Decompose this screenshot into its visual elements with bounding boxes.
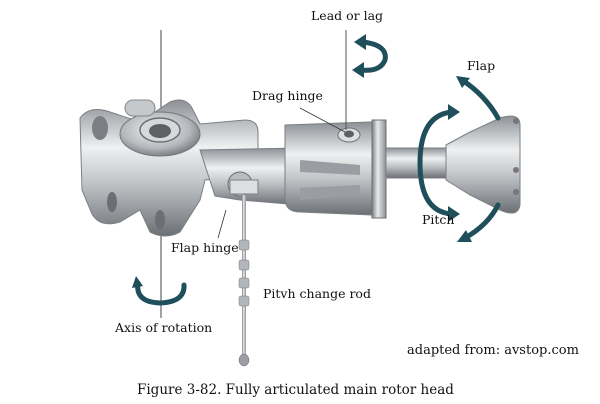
pitch-arrow-icon	[417, 109, 455, 217]
flap-arrow-down-icon	[462, 202, 501, 241]
label-pitch-change-rod: Pitvh change rod	[263, 286, 371, 301]
flap-hinge-leader	[217, 209, 227, 239]
pitch-arrowhead2-icon	[448, 206, 460, 222]
pitch-arrowhead-icon	[448, 104, 460, 120]
flap-arrow-icon	[459, 77, 501, 121]
lead-lag-arrow-icon	[359, 39, 388, 73]
rotation-arrowhead-icon	[132, 276, 143, 288]
lead-lag-arrowhead2-icon	[352, 62, 364, 78]
label-pitch: Pitch	[422, 212, 455, 227]
label-flap-hinge: Flap hinge	[171, 240, 239, 255]
lead-lag-arrowhead-icon	[354, 34, 366, 50]
label-lead-or-lag: Lead or lag	[311, 8, 384, 23]
drag-hinge-assembly	[284, 119, 387, 219]
pitch-change-rod	[238, 195, 250, 367]
flap-arrowhead2-icon	[457, 230, 472, 242]
rotation-arrow-icon	[135, 280, 187, 306]
figure-caption: Figure 3-82. Fully articulated main roto…	[137, 382, 454, 398]
credit-text: adapted from: avstop.com	[407, 343, 579, 358]
label-flap: Flap	[467, 58, 496, 73]
blade-grip	[385, 115, 521, 214]
label-axis-of-rotation: Axis of rotation	[115, 320, 213, 335]
rotor-hub	[79, 99, 259, 237]
label-drag-hinge: Drag hinge	[252, 88, 323, 103]
flap-arrowhead-icon	[456, 76, 470, 88]
drag-hinge-leader	[299, 107, 346, 133]
